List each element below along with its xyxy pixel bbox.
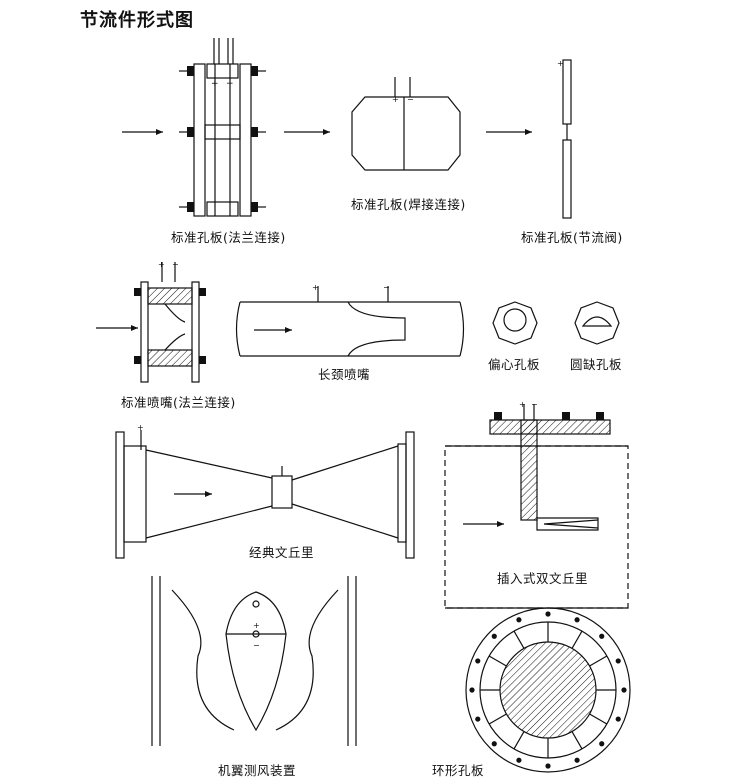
plus-sign: + [557,59,564,68]
annular-spoke [488,713,507,725]
annular-orifice-figure [465,607,631,773]
bolt-hole [545,611,551,617]
caption-insert-double-venturi: 插入式双文丘里 [497,571,589,586]
bolt-hole [621,687,627,693]
minus-sign: − [531,400,538,409]
long-nozzle-figure: + − [235,283,465,357]
eccentric-orifice-figure [492,301,538,345]
minus-sign: − [172,260,179,269]
annular-spoke [571,731,583,750]
caption-annular-orifice: 环形孔板 [432,763,485,778]
segmental-orifice-figure [574,301,620,345]
bolt-hole [599,741,605,747]
bolt-hole [615,716,621,722]
orifice-weld-figure: + − [284,77,461,171]
bolt-hole [574,617,580,623]
bolt-hole [615,658,621,664]
plus-sign: + [253,621,260,630]
annular-spoke [488,655,507,667]
bolt-hole [475,658,481,664]
caption-eccentric-orifice: 偏心孔板 [488,357,541,372]
plus-sign: + [211,79,219,89]
airfoil-device-figure: + − [151,576,357,746]
caption-orifice-weld: 标准孔板(焊接连接) [351,197,466,212]
annular-spoke [589,713,608,725]
annular-spoke [589,655,608,667]
bolt-hole [574,757,580,763]
annular-spoke [571,630,583,649]
bolt-hole [516,617,522,623]
caption-long-nozzle: 长颈喷嘴 [318,367,371,382]
annular-spoke [513,731,525,750]
minus-sign: − [383,283,390,292]
bolt-hole [491,633,497,639]
annular-spoke [513,630,525,649]
bolt-hole [475,716,481,722]
minus-sign: − [407,95,414,104]
nozzle-flange-figure: + − [96,260,206,383]
bolt-hole [516,757,522,763]
minus-sign: − [226,79,234,89]
plus-sign: + [137,423,144,432]
caption-segmental-orifice: 圆缺孔板 [570,357,623,372]
bolt-hole [491,741,497,747]
caption-airfoil-device: 机翼测风装置 [218,763,297,778]
bolt-hole [469,687,475,693]
caption-orifice-flange: 标准孔板(法兰连接) [171,230,286,245]
classic-venturi-figure: + [115,423,415,559]
caption-nozzle-flange: 标准喷嘴(法兰连接) [121,395,236,410]
plus-sign: + [158,260,165,269]
bolt-hole [599,633,605,639]
bolt-hole [545,763,551,769]
orifice-valve-figure: + [486,59,572,219]
insert-double-venturi-figure: + − [444,400,629,609]
plus-sign: + [392,95,399,104]
caption-orifice-valve: 标准孔板(节流阀) [521,230,623,245]
page-title: 节流件形式图 [80,10,194,31]
plus-sign: + [519,400,526,409]
caption-classic-venturi: 经典文丘里 [249,545,315,560]
plus-sign: + [312,283,319,292]
orifice-flange-figure: + − [122,38,266,217]
minus-sign: − [253,641,260,650]
bolt-icon [187,66,258,212]
